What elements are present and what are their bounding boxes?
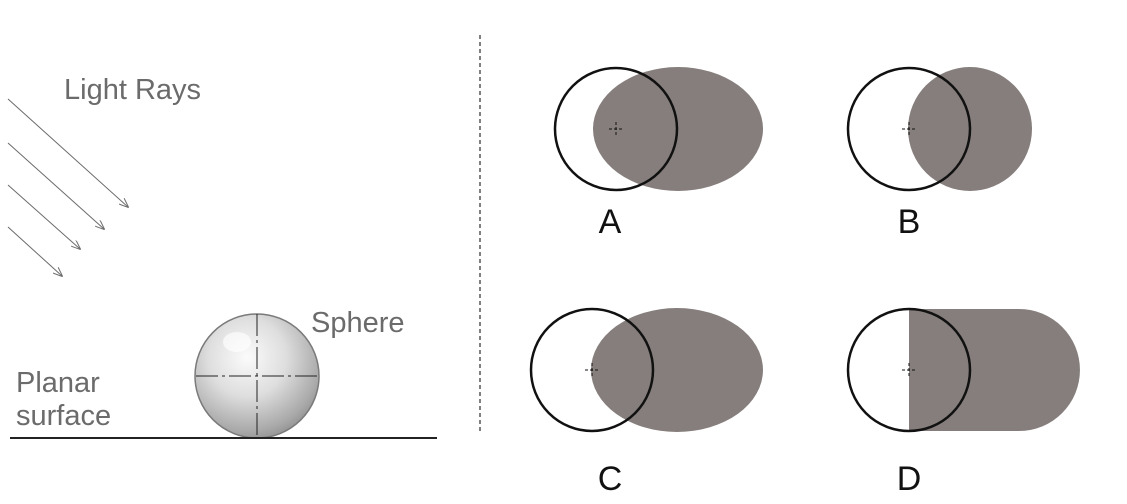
- light-rays: [7, 98, 128, 276]
- sphere-outline-b: [846, 66, 972, 192]
- option-a: A: [553, 66, 763, 241]
- light-rays-label: Light Rays: [64, 74, 201, 106]
- shadow-c: [591, 308, 763, 432]
- center-mark-a: [609, 122, 623, 136]
- option-c-label: C: [598, 460, 623, 498]
- center-mark-d: [902, 363, 916, 377]
- option-b: B: [846, 66, 1032, 241]
- planar-surface-label-line2: surface: [16, 400, 111, 432]
- option-c: C: [529, 307, 763, 498]
- sphere-outline-a: [553, 66, 679, 192]
- option-d: D: [846, 307, 1080, 498]
- option-b-label: B: [898, 203, 921, 241]
- option-a-label: A: [599, 203, 622, 241]
- center-mark-c: [585, 363, 599, 377]
- center-mark-b: [902, 122, 916, 136]
- light-ray-2: [7, 142, 104, 229]
- light-ray-4: [7, 226, 62, 276]
- sphere-outline-c: [529, 307, 655, 433]
- planar-surface-label-line1: Planar: [16, 367, 100, 399]
- left-panel: Light Rays Sphere Planar surface: [7, 74, 437, 439]
- light-ray-1: [7, 98, 128, 207]
- sphere-outline-d: [846, 307, 972, 433]
- option-d-label: D: [897, 460, 922, 498]
- shadow-d: [909, 309, 1080, 431]
- sphere-label: Sphere: [311, 307, 405, 339]
- sphere: [194, 313, 320, 439]
- light-ray-3: [7, 184, 80, 249]
